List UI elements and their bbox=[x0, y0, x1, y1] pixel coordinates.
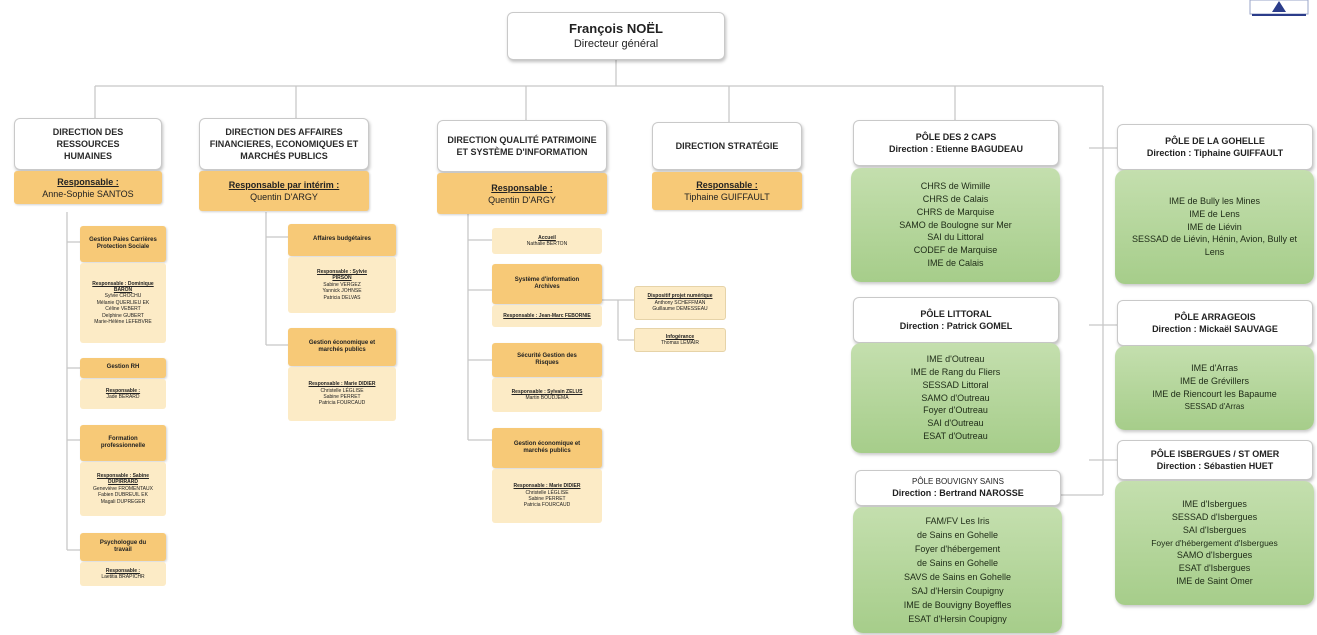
rh-service-psychologue: Psychologue du travail bbox=[80, 533, 166, 561]
rh-service-paie: Gestion Paies Carrières Protection Socia… bbox=[80, 226, 166, 262]
pole-arrageois-list: IME d'Arras IME de Grévillers IME de Rie… bbox=[1115, 346, 1314, 430]
direction-finances-responsible: Responsable par intérim : Quentin D'ARGY bbox=[199, 171, 369, 211]
pole-isbergues: PÔLE ISBERGUES / ST OMER Direction : Séb… bbox=[1117, 440, 1313, 480]
pole-gohelle-list: IME de Bully les Mines IME de Lens IME d… bbox=[1115, 170, 1314, 284]
pole-littoral: PÔLE LITTORAL Direction : Patrick GOMEL bbox=[853, 297, 1059, 343]
root-box: François NOËL Directeur général bbox=[507, 12, 725, 60]
pole-2-caps: PÔLE DES 2 CAPS Direction : Etienne BAGU… bbox=[853, 120, 1059, 166]
pole-gohelle: PÔLE DE LA GOHELLE Direction : Tiphaine … bbox=[1117, 124, 1313, 170]
root-title: Directeur général bbox=[573, 38, 659, 50]
direction-qualite-title: DIRECTION QUALITÉ PATRIMOINE ET SYSTÈME … bbox=[447, 135, 597, 157]
pole-bouvigny-sains: PÔLE BOUVIGNY SAINS Direction : Bertrand… bbox=[855, 470, 1061, 506]
qual-side-infogerance: Infogérance Thomas LEMAIR bbox=[634, 328, 726, 352]
qual-service-marches: Gestion économique et marchés publics bbox=[492, 428, 602, 468]
root-name: François NOËL bbox=[569, 21, 663, 36]
direction-qualite-responsible: Responsable : Quentin D'ARGY bbox=[437, 173, 607, 214]
qual-side-projet: Dispositif projet numérique Anthony SCHE… bbox=[634, 286, 726, 320]
fin-service-budget-staff: Responsable : Sylvie PIRSON Sabine VERGE… bbox=[288, 257, 396, 313]
qual-service-risques-staff: Responsable : Sylvain ZELUS Martin BOUDJ… bbox=[492, 378, 602, 412]
fin-service-marches: Gestion économique et marchés publics bbox=[288, 328, 396, 366]
qual-service-si: Système d'information Archives bbox=[492, 264, 602, 304]
rh-service-paie-staff: Responsable : Dominique BARON Sylvie CRO… bbox=[80, 263, 166, 343]
pole-arrageois: PÔLE ARRAGEOIS Direction : Mickaël SAUVA… bbox=[1117, 300, 1313, 346]
direction-strategie-responsible: Responsable : Tiphaine GUIFFAULT bbox=[652, 172, 802, 210]
direction-qualite: DIRECTION QUALITÉ PATRIMOINE ET SYSTÈME … bbox=[437, 120, 607, 172]
direction-rh-title: DIRECTION DES RESSOURCES HUMAINES bbox=[52, 127, 124, 161]
qual-service-risques: Sécurité Gestion des Risques bbox=[492, 343, 602, 377]
pole-littoral-list: IME d'Outreau IME de Rang du Fliers SESS… bbox=[851, 343, 1060, 453]
rh-service-formation: Formation professionnelle bbox=[80, 425, 166, 461]
rh-service-psychologue-staff: Responsable : Laetitia BRAPICHR bbox=[80, 562, 166, 586]
logo-icon bbox=[1248, 0, 1310, 18]
direction-strategie-title: DIRECTION STRATÉGIE bbox=[675, 141, 779, 151]
direction-strategie: DIRECTION STRATÉGIE bbox=[652, 122, 802, 170]
direction-finances: DIRECTION DES AFFAIRES FINANCIERES, ECON… bbox=[199, 118, 369, 170]
direction-rh: DIRECTION DES RESSOURCES HUMAINES bbox=[14, 118, 162, 170]
qual-service-si-staff: Responsable : Jean-Marc FEBORNIE bbox=[492, 305, 602, 327]
qual-service-marches-staff: Responsable : Marie DIDIER Christelle LÉ… bbox=[492, 469, 602, 523]
direction-rh-responsible: Responsable : Anne-Sophie SANTOS bbox=[14, 171, 162, 204]
rh-service-gestion-staff: Responsable : Jade BERARD bbox=[80, 379, 166, 409]
fin-service-budget: Affaires budgétaires bbox=[288, 224, 396, 256]
direction-finances-title: DIRECTION DES AFFAIRES FINANCIERES, ECON… bbox=[209, 127, 359, 161]
pole-isbergues-list: IME d'Isbergues SESSAD d'Isbergues SAI d… bbox=[1115, 481, 1314, 605]
rh-service-formation-staff: Responsable : Sabine DUPIRRARD Geneviève… bbox=[80, 462, 166, 516]
fin-service-marches-staff: Responsable : Marie DIDIER Christelle LÉ… bbox=[288, 367, 396, 421]
pole-bouvigny-sains-list: FAM/FV Les Iris de Sains en Gohelle Foye… bbox=[853, 507, 1062, 633]
pole-2-caps-list: CHRS de Wimille CHRS de Calais CHRS de M… bbox=[851, 168, 1060, 282]
rh-service-gestion: Gestion RH bbox=[80, 358, 166, 378]
qual-service-accueil: Accueil Nathalie BERTON bbox=[492, 228, 602, 254]
